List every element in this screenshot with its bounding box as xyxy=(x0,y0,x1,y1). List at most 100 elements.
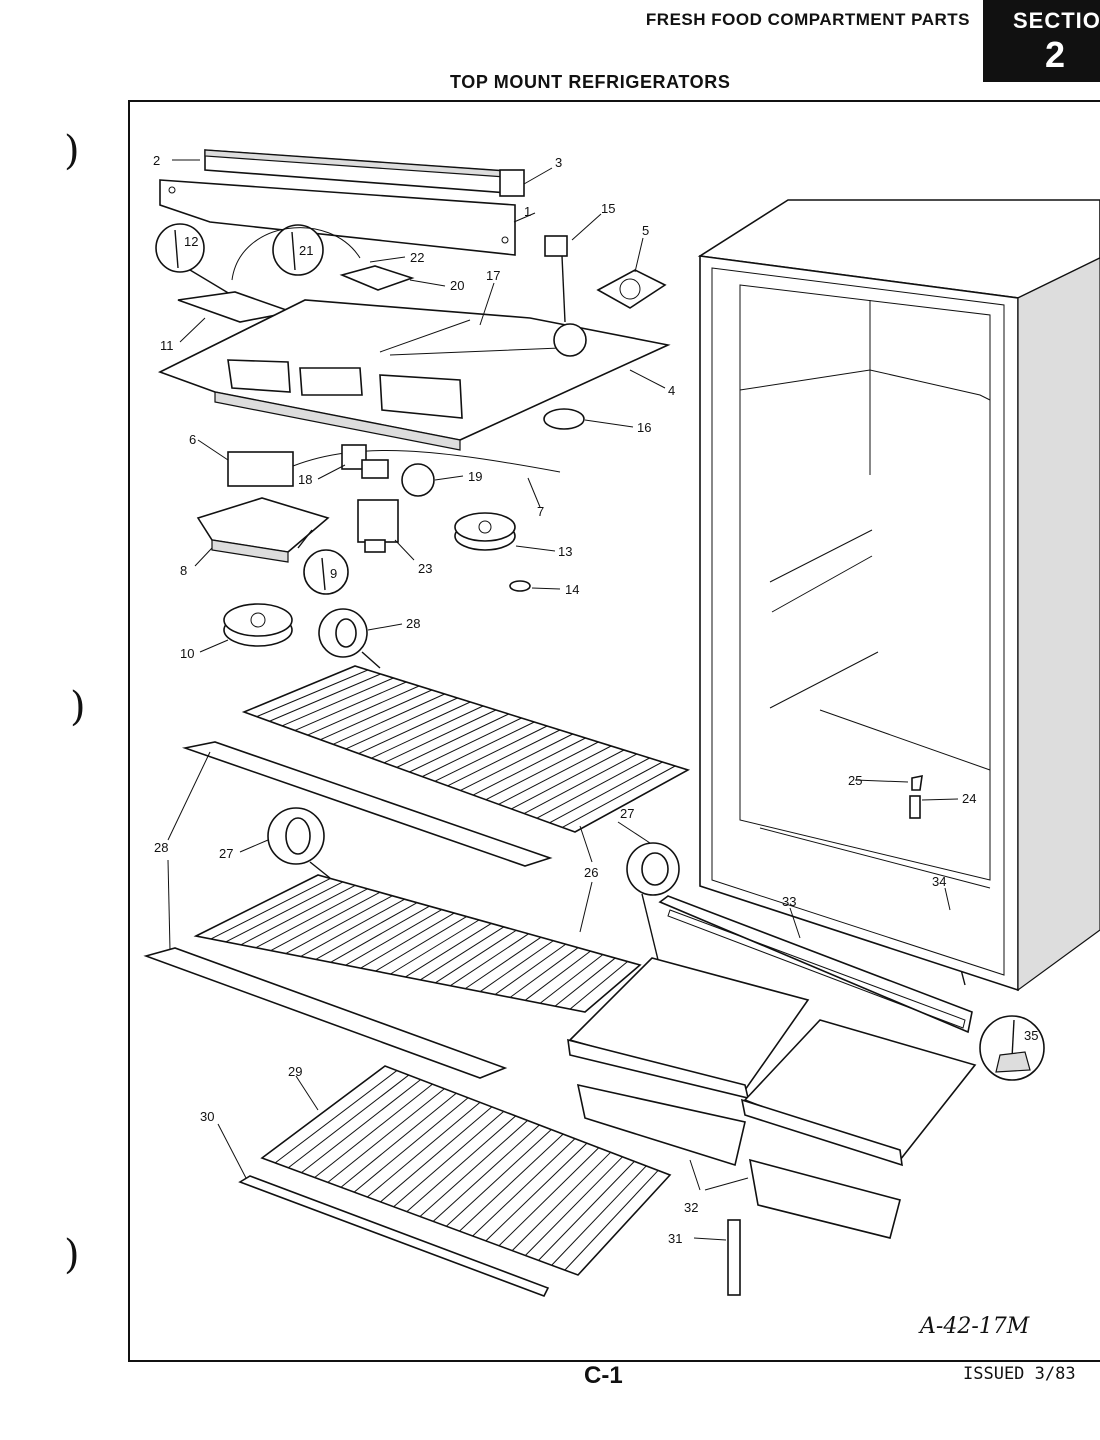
shelf-wire xyxy=(345,909,443,966)
control-box-part xyxy=(196,497,330,563)
section-badge: SECTIO 2 xyxy=(983,0,1100,82)
callout-21: 21 xyxy=(299,243,313,258)
shelf-wire xyxy=(554,957,616,1007)
shelf-wire xyxy=(460,733,573,791)
light-shield-part xyxy=(204,149,525,197)
shelf-rib xyxy=(327,1088,445,1183)
callout-25: 25 xyxy=(848,773,862,788)
lower-wire-shelf xyxy=(193,874,642,1013)
callout-34: 34 xyxy=(932,874,946,889)
shelf-wire xyxy=(409,717,522,773)
shelf-wire xyxy=(435,929,517,984)
callout-35: 35 xyxy=(1024,1028,1038,1043)
detail-circle-28-top xyxy=(318,608,381,669)
shelf-wire xyxy=(450,933,529,987)
callout-22: 22 xyxy=(410,250,424,265)
shelf-rib xyxy=(445,1129,552,1227)
shelf-wire xyxy=(420,926,505,981)
callout-28-left: 28 xyxy=(154,840,168,855)
callout-5: 5 xyxy=(642,223,649,238)
shelf-wire xyxy=(485,741,599,801)
upper-wire-shelf xyxy=(241,665,691,833)
shelf-rib xyxy=(406,1115,516,1213)
shelf-wire xyxy=(345,697,458,750)
shelf-rib xyxy=(524,1156,623,1256)
refrigerator-cabinet xyxy=(697,199,1100,992)
shelf-rib xyxy=(367,1101,481,1198)
damper-disc-part xyxy=(543,408,585,430)
shelf-wire xyxy=(270,891,381,952)
callout-8: 8 xyxy=(180,563,187,578)
shelf-wire xyxy=(330,905,430,963)
shelf-wire xyxy=(479,940,554,992)
shelf-wire xyxy=(549,761,663,824)
detail-circle-21 xyxy=(231,224,361,281)
shelf-wire xyxy=(447,729,561,787)
diagram-frame xyxy=(128,100,1100,1362)
detail-circle-27-left xyxy=(267,807,331,879)
callout-27-right: 27 xyxy=(620,806,634,821)
shelf-wire xyxy=(320,689,433,741)
callout-19: 19 xyxy=(468,469,482,484)
shelf-rib xyxy=(274,1070,398,1164)
shelf-wire xyxy=(269,673,381,722)
shelf-wire xyxy=(294,681,407,731)
crisper-drawer-left xyxy=(567,957,810,1167)
shelf-wire xyxy=(315,902,418,960)
shelf-wire xyxy=(375,916,467,972)
shelf-wire xyxy=(434,725,548,782)
issued-date: ISSUED 3/83 xyxy=(963,1364,1076,1384)
callout-3: 3 xyxy=(555,155,562,170)
callout-labels: 1 2 3 4 5 6 7 8 9 10 11 12 13 14 15 16 1… xyxy=(153,153,1038,1246)
shelf-rib xyxy=(288,1074,410,1169)
callout-32: 32 xyxy=(684,1200,698,1215)
shelf-wire xyxy=(371,705,484,759)
light-bulb-part xyxy=(401,463,435,497)
lamp-socket-part xyxy=(341,444,389,479)
shelf-wire xyxy=(472,737,586,796)
knob-part-10 xyxy=(223,603,293,647)
callout-7: 7 xyxy=(537,504,544,519)
callout-29: 29 xyxy=(288,1064,302,1079)
shelf-wire xyxy=(498,745,612,805)
shelf-wire xyxy=(225,881,343,943)
shelf-rib xyxy=(380,1106,493,1203)
glass-shelf xyxy=(238,1065,672,1298)
shelf-wire xyxy=(494,943,566,995)
shelf-rib xyxy=(538,1161,635,1261)
shelf-wire xyxy=(524,950,591,1001)
callout-23: 23 xyxy=(418,561,432,576)
callout-20: 20 xyxy=(450,278,464,293)
shelf-rib xyxy=(511,1151,611,1251)
callout-30: 30 xyxy=(200,1109,214,1124)
shelf-rib xyxy=(353,1097,469,1193)
callout-16: 16 xyxy=(637,420,651,435)
callout-33: 33 xyxy=(782,894,796,909)
page-subtitle: TOP MOUNT REFRIGERATORS xyxy=(450,72,731,92)
callout-11: 11 xyxy=(160,338,174,353)
shelf-wire xyxy=(256,669,369,718)
shelf-wire xyxy=(255,888,368,949)
air-duct-part xyxy=(157,299,671,451)
shelf-wire xyxy=(396,713,509,768)
detail-circle-27-right xyxy=(626,842,680,969)
shelf-wire xyxy=(360,912,455,969)
switch-part xyxy=(357,499,399,553)
control-panel-part xyxy=(159,179,516,256)
shelf-rib xyxy=(459,1133,564,1232)
callout-31: 31 xyxy=(668,1231,682,1246)
punch-mark-top: ) xyxy=(64,128,80,174)
lower-shelf-trim xyxy=(143,947,508,1079)
shelf-wire xyxy=(358,701,471,754)
shelf-wire xyxy=(539,954,604,1004)
detail-circle-9 xyxy=(297,529,349,595)
divider-rod-part xyxy=(727,1219,741,1296)
callout-6: 6 xyxy=(189,432,196,447)
shelf-wire xyxy=(422,721,535,778)
shelf-wire xyxy=(511,749,625,810)
shelf-rib xyxy=(393,1111,505,1208)
shelf-wire xyxy=(332,693,445,745)
shelf-rib xyxy=(564,1170,659,1271)
crisper-drawer-right xyxy=(740,1019,977,1239)
